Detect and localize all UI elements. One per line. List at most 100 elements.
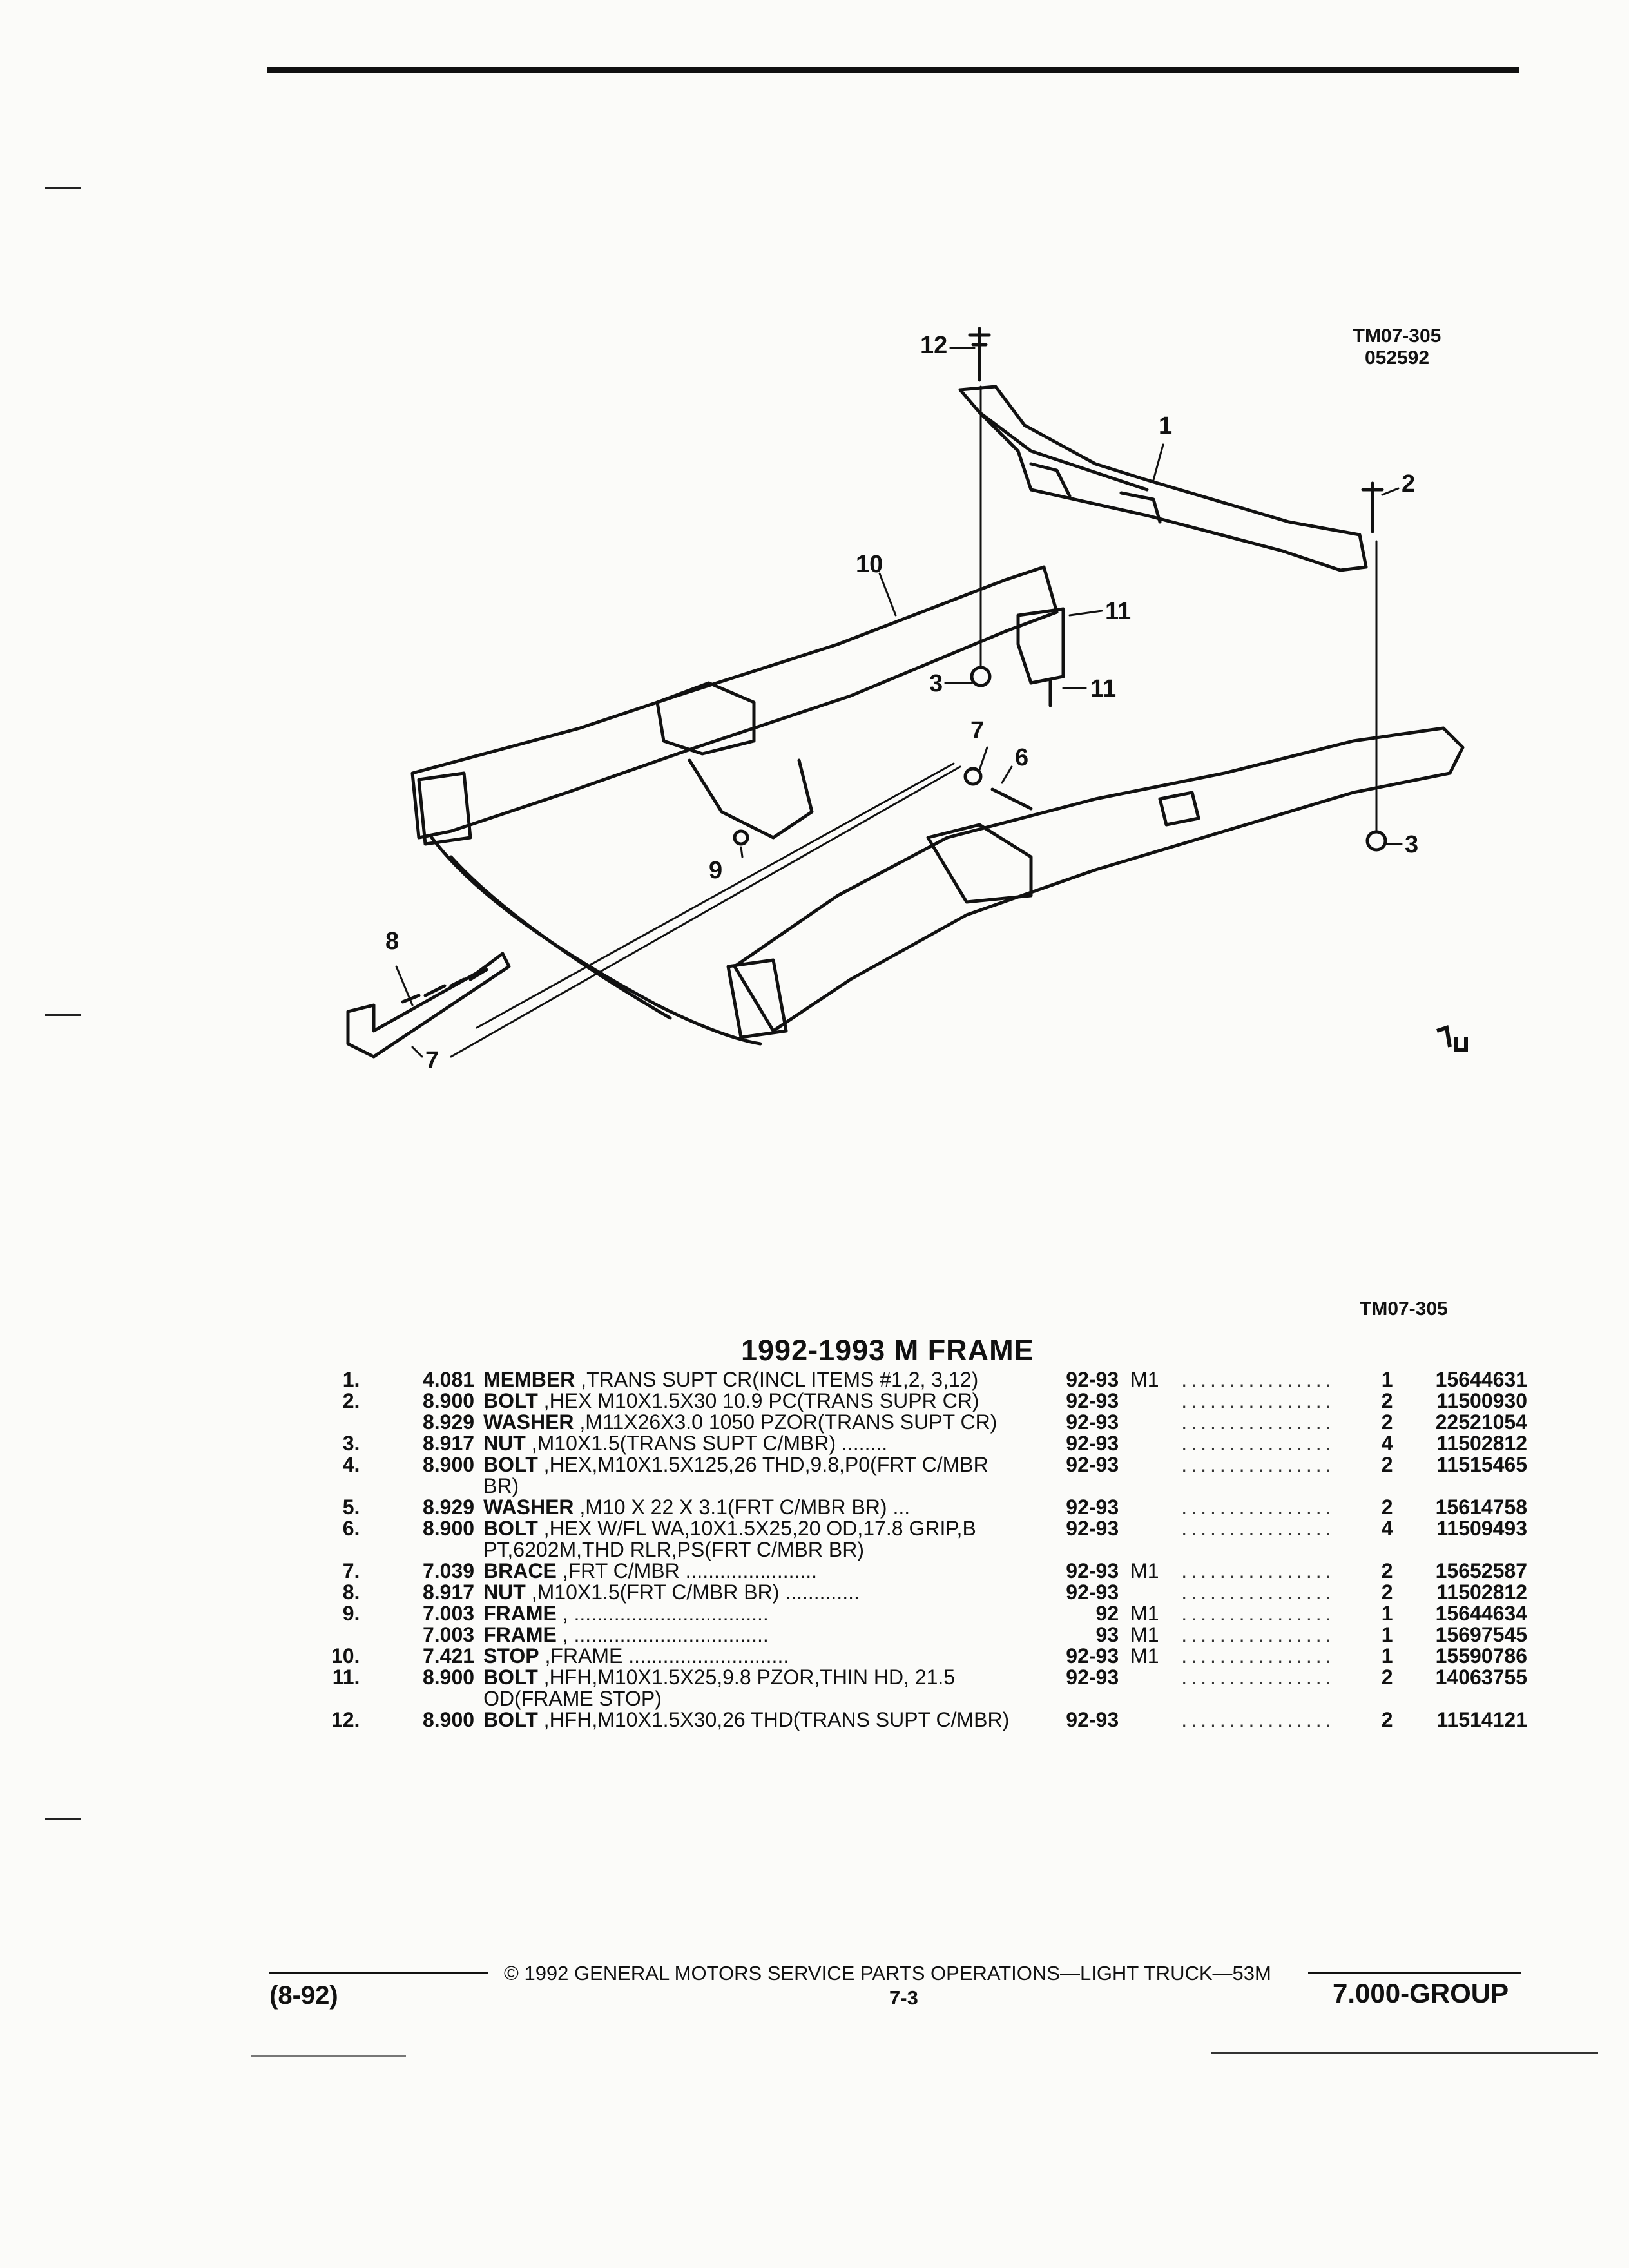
leader-dots: ................ xyxy=(1181,1433,1335,1454)
part-detail: ,HEX,M10X1.5X125,26 THD,9.8,P0(FRT C/MBR… xyxy=(483,1453,988,1497)
quantity: 2 xyxy=(1381,1708,1393,1731)
leader-dots: ................ xyxy=(1181,1709,1335,1731)
part-description: FRAME , ................................… xyxy=(483,1624,1023,1646)
page-number: 7-3 xyxy=(889,1986,918,2009)
leader-dots: ................ xyxy=(1181,1390,1335,1412)
footer-revision: (8-92) xyxy=(269,1981,338,2010)
model-years: 92-93 xyxy=(1066,1453,1119,1476)
part-number: 11500930 xyxy=(1436,1389,1527,1412)
item-number: 2. xyxy=(342,1389,360,1412)
part-description: WASHER ,M10 X 22 X 3.1(FRT C/MBR BR) ... xyxy=(483,1497,1023,1518)
group-number: 8.900 xyxy=(422,1708,475,1731)
item-number: 11. xyxy=(332,1666,360,1689)
part-name: WASHER xyxy=(483,1410,574,1434)
part-number: 11502812 xyxy=(1436,1581,1527,1604)
footer-rule-right xyxy=(1308,1972,1521,1974)
callout-9: 10 xyxy=(856,551,883,578)
top-rule xyxy=(267,67,1519,73)
quantity: 1 xyxy=(1381,1368,1393,1391)
quantity: 1 xyxy=(1381,1644,1393,1667)
footer-copyright: © 1992 GENERAL MOTORS SERVICE PARTS OPER… xyxy=(504,1962,1271,1984)
leader-dots: ................ xyxy=(1181,1624,1335,1646)
part-description: STOP ,FRAME ............................ xyxy=(483,1646,1023,1667)
part-number: 15590786 xyxy=(1435,1644,1527,1667)
model-years: 92-93 xyxy=(1066,1559,1119,1582)
part-name: WASHER xyxy=(483,1495,574,1519)
part-description: BOLT ,HFH,M10X1.5X30,26 THD(TRANS SUPT C… xyxy=(483,1709,1023,1731)
part-name: BOLT xyxy=(483,1453,538,1476)
bolt-2 xyxy=(1361,481,1384,533)
part-name: MEMBER xyxy=(483,1368,575,1391)
frame-brace xyxy=(346,952,511,1059)
series-code xyxy=(1119,1667,1181,1709)
item-number xyxy=(290,1624,360,1646)
group-number: 8.917 xyxy=(422,1432,475,1455)
model-years: 92-93 xyxy=(1066,1368,1119,1391)
part-detail: ,TRANS SUPT CR(INCL ITEMS #1,2, 3,12) xyxy=(575,1368,979,1391)
quantity: 2 xyxy=(1381,1559,1393,1582)
part-detail: , .................................. xyxy=(556,1623,769,1646)
callout-12: 12 xyxy=(920,332,948,359)
item-number: 7. xyxy=(342,1559,360,1582)
part-description: FRAME , ................................… xyxy=(483,1603,1023,1624)
callout-3-left: 3 xyxy=(929,670,943,697)
callout-5: 7 xyxy=(970,717,985,744)
callout-2: 2 xyxy=(1402,470,1416,497)
part-number: 14063755 xyxy=(1435,1666,1527,1689)
quantity: 2 xyxy=(1381,1410,1393,1434)
group-number: 8.900 xyxy=(422,1517,475,1540)
part-description: BOLT ,HEX,M10X1.5X125,26 THD,9.8,P0(FRT … xyxy=(483,1454,1023,1497)
part-name: FRAME xyxy=(483,1602,557,1625)
frame-diagram xyxy=(346,327,1468,1059)
quantity: 4 xyxy=(1381,1432,1393,1455)
nut-3-right xyxy=(1365,830,1387,852)
part-number: 11515465 xyxy=(1436,1453,1527,1476)
callout-8: 9 xyxy=(709,857,723,884)
nut-3-left xyxy=(970,666,992,687)
part-description: BOLT ,HFH,M10X1.5X25,9.8 PZOR,THIN HD, 2… xyxy=(483,1667,1023,1709)
group-number: 7.003 xyxy=(422,1623,475,1646)
part-name: FRAME xyxy=(483,1623,557,1646)
part-description: MEMBER ,TRANS SUPT CR(INCL ITEMS #1,2, 3… xyxy=(483,1369,1023,1390)
part-name: NUT xyxy=(483,1432,526,1455)
part-name: BOLT xyxy=(483,1517,538,1540)
item-number: 6. xyxy=(342,1517,360,1540)
frame-rail-right xyxy=(733,726,1465,1033)
model-years: 92-93 xyxy=(1066,1666,1119,1689)
series-code xyxy=(1119,1412,1181,1433)
part-name: STOP xyxy=(483,1644,539,1667)
part-number: 11514121 xyxy=(1436,1708,1527,1731)
series-code: M1 xyxy=(1130,1602,1159,1625)
leader-dots: ................ xyxy=(1181,1518,1335,1540)
callout-7: 8 xyxy=(385,928,400,955)
item-number: 8. xyxy=(342,1581,360,1604)
part-description: BRACE ,FRT C/MBR ....................... xyxy=(483,1561,1023,1582)
series-code: M1 xyxy=(1130,1644,1159,1667)
item-number: 12. xyxy=(331,1708,360,1731)
model-years: 92-93 xyxy=(1066,1410,1119,1434)
part-name: NUT xyxy=(483,1581,526,1604)
model-years: 92-93 xyxy=(1066,1708,1119,1731)
margin-tick xyxy=(45,187,81,189)
part-name: BRACE xyxy=(483,1559,557,1582)
model-years: 92 xyxy=(1095,1602,1119,1625)
part-detail: ,M11X26X3.0 1050 PZOR(TRANS SUPT CR) xyxy=(574,1410,998,1434)
callout-1: 1 xyxy=(1159,412,1173,439)
model-years: 92-93 xyxy=(1066,1432,1119,1455)
item-number: 5. xyxy=(342,1495,360,1519)
series-code: M1 xyxy=(1130,1368,1159,1391)
leader-dots: ................ xyxy=(1181,1497,1335,1518)
bottom-rule-right xyxy=(1211,2052,1598,2054)
model-years: 93 xyxy=(1095,1623,1119,1646)
frame-stop xyxy=(1016,607,1065,685)
table-row: 12. 8.900 BOLT ,HFH,M10X1.5X30,26 THD(TRAN… xyxy=(290,1709,1527,1731)
